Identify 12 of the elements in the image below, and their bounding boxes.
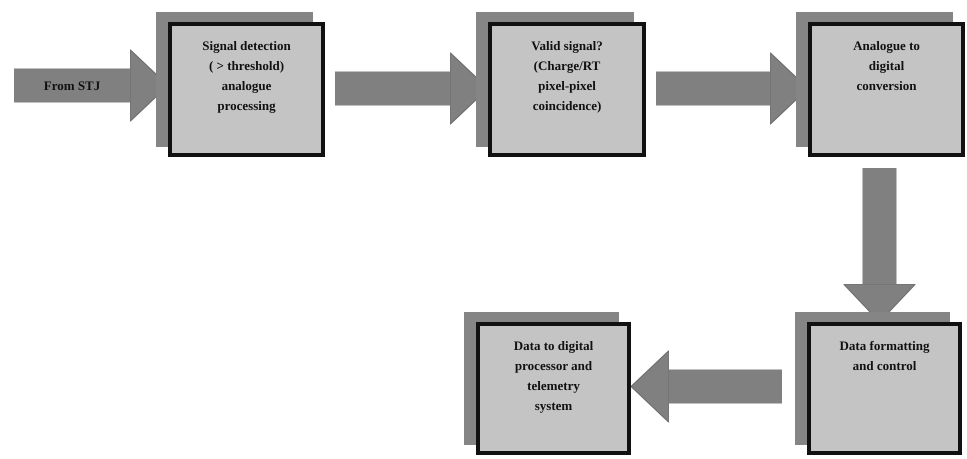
box-label: Data to digital processor and telemetry system bbox=[512, 337, 594, 415]
edge-label: From STJ bbox=[44, 78, 100, 94]
box-label: Valid signal? (Charge/RT pixel-pixel coincidence) bbox=[530, 37, 604, 115]
box-label: Signal detection ( > threshold) analogue processing bbox=[201, 37, 292, 115]
box-label: Data formatting and control bbox=[839, 337, 930, 375]
process-box bbox=[168, 22, 325, 157]
process-box bbox=[476, 322, 631, 455]
process-box bbox=[808, 22, 965, 157]
process-box bbox=[488, 22, 646, 157]
box-label: Analogue to digital conversion bbox=[852, 37, 921, 95]
block-arrow bbox=[630, 350, 782, 423]
process-box bbox=[807, 322, 962, 455]
